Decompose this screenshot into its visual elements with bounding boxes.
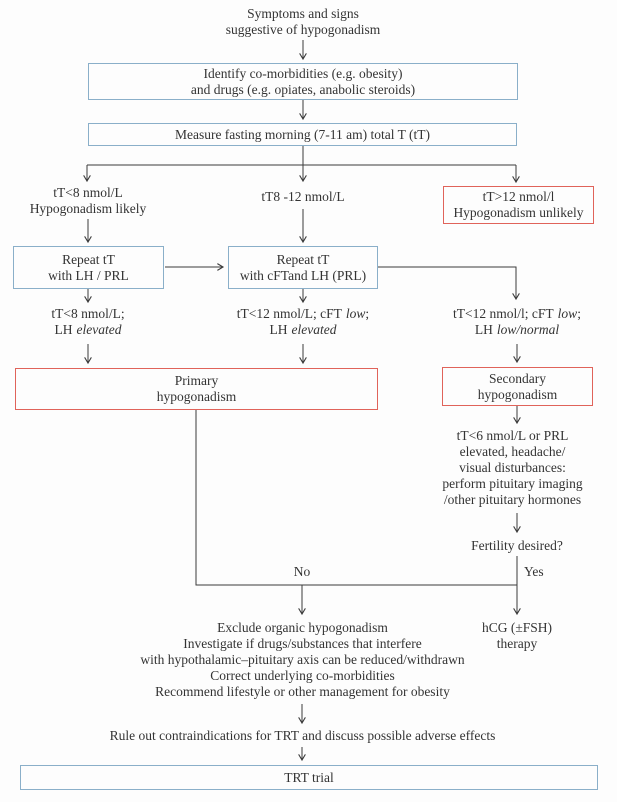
- fertility-question-label: Fertility desired?: [471, 538, 563, 553]
- identify-line2: and drugs (e.g. opiates, anabolic steroi…: [190, 81, 416, 97]
- branch-low-line2: Hypogonadism likely: [29, 201, 147, 216]
- branch-low-line1: tT<8 nmol/L: [53, 185, 123, 200]
- pituitary-workup-label: tT<6 nmol/L or PRL elevated, headache/ v…: [442, 428, 583, 507]
- start-line2: suggestive of hypogonadism: [225, 22, 381, 37]
- measure-label: Measure fasting morning (7-11 am) total …: [174, 126, 431, 142]
- identify-comorbidities-box: Identify co-morbidities (e.g. obesity) a…: [88, 63, 518, 100]
- secondary-hypogonadism-box: Secondary hypogonadism: [442, 367, 593, 406]
- primary-hypogonadism-box: Primary hypogonadism: [15, 368, 378, 410]
- hcg-therapy-label: hCG (±FSH) therapy: [481, 620, 553, 651]
- repeat-mid-line2: with cFTand LH (PRL): [239, 267, 367, 283]
- branch-high-line1: tT>12 nmol/l: [482, 189, 555, 204]
- rule-out-label: Rule out contraindications for TRT and d…: [109, 728, 496, 743]
- hypogonadism-unlikely-box: tT>12 nmol/l Hypogonadism unlikely: [443, 186, 594, 224]
- measure-testosterone-box: Measure fasting morning (7-11 am) total …: [88, 123, 517, 146]
- trt-trial-box: TRT trial: [20, 765, 598, 790]
- repeat-tt-lh-prl-box: Repeat tT with LH / PRL: [13, 246, 164, 289]
- branch-high-line2: Hypogonadism unlikely: [453, 205, 584, 220]
- repeat-left-line2: with LH / PRL: [48, 267, 129, 283]
- identify-line1: Identify co-morbidities (e.g. obesity): [203, 65, 403, 81]
- yes-label: Yes: [524, 564, 544, 579]
- branch-mid-label: tT8 -12 nmol/L: [261, 189, 345, 204]
- start-node: Symptoms and signs suggestive of hypogon…: [153, 6, 453, 38]
- repeat-tt-cft-lh-box: Repeat tT with cFTand LH (PRL): [228, 246, 378, 289]
- branch-low-label: tT<8 nmol/L Hypogonadism likely: [8, 185, 168, 217]
- no-label: No: [293, 564, 311, 579]
- repeat-left-line1: Repeat tT: [62, 251, 115, 267]
- repeat-mid-line1: Repeat tT: [276, 251, 330, 267]
- start-line1: Symptoms and signs: [247, 6, 359, 21]
- management-label: Exclude organic hypogonadism Investigate…: [140, 620, 465, 699]
